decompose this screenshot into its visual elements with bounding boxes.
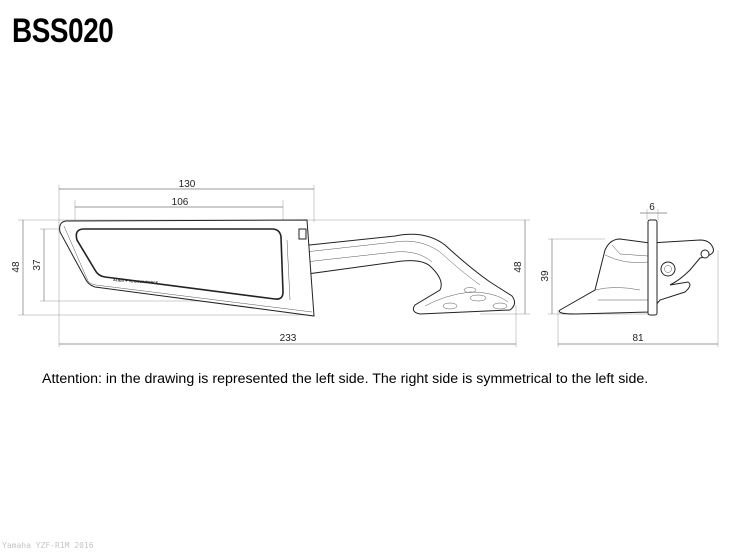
vehicle-model-footer: Yamaha YZF-R1M 2016 bbox=[2, 541, 94, 550]
product-code-title: BSS020 bbox=[12, 12, 114, 50]
dim-side-depth: 81 bbox=[632, 333, 644, 344]
dim-mirror-width: 130 bbox=[179, 179, 196, 190]
dim-glass-height: 37 bbox=[32, 259, 43, 271]
dim-arm-height: 48 bbox=[513, 261, 524, 273]
extension-lines bbox=[18, 185, 719, 347]
attention-note: Attention: in the drawing is represented… bbox=[42, 371, 649, 387]
mirror-arm bbox=[299, 233, 516, 315]
dimension-lines bbox=[22, 188, 718, 345]
dim-mirror-height: 48 bbox=[11, 261, 22, 273]
mirror-marking: ALIEN ✦ V2 DOWNFORCE bbox=[113, 278, 159, 285]
side-view bbox=[558, 219, 714, 316]
dim-glass-width: 106 bbox=[172, 197, 189, 208]
dim-total-length: 233 bbox=[280, 333, 297, 344]
mirror-housing: ALIEN ✦ V2 DOWNFORCE bbox=[59, 219, 315, 317]
dim-plate-thickness: 6 bbox=[649, 202, 655, 213]
dim-side-height: 39 bbox=[540, 270, 551, 282]
